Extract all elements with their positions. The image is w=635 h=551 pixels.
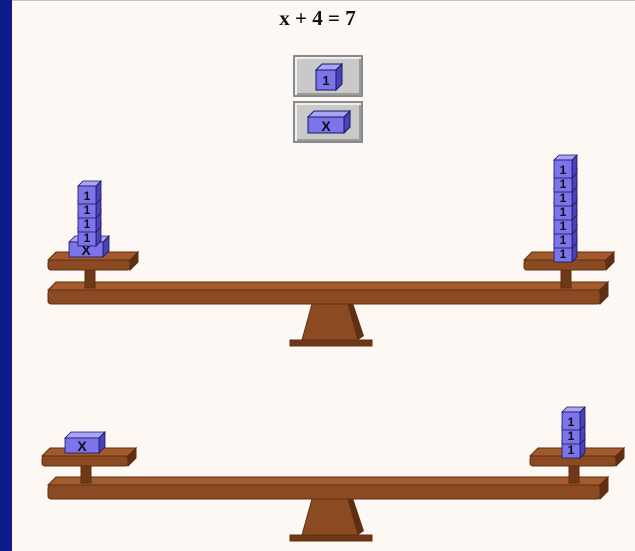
unit-block-label: 1 [568,443,575,457]
fulcrum [290,300,372,346]
x-block-label: X [77,438,87,454]
right-pan-post [561,270,571,288]
unit-block: 1 [554,155,577,178]
unit-block-label: 1 [560,247,567,261]
fulcrum [290,495,372,541]
unit-block-label: 1 [560,233,567,247]
balance-beam [48,477,608,499]
unit-block-label: 1 [560,191,567,205]
unit-block: 1 [78,181,101,204]
unit-block-label: 1 [84,231,91,245]
unit-block-label: 1 [84,217,91,231]
unit-block-label: 1 [568,429,575,443]
left-pan-post [85,270,95,288]
unit-block-label: 1 [560,219,567,233]
balance-beam [48,282,608,304]
unit-block-label: 1 [568,415,575,429]
unit-block-label: 1 [84,189,91,203]
unit-block-label: 1 [560,163,567,177]
x-block: X [65,432,105,454]
unit-block-label: 1 [560,205,567,219]
unit-block-label: 1 [560,177,567,191]
unit-block-label: 1 [84,203,91,217]
left-pan-post [81,466,91,483]
unit-block: 1 [562,407,585,430]
right-pan-post [569,466,579,483]
